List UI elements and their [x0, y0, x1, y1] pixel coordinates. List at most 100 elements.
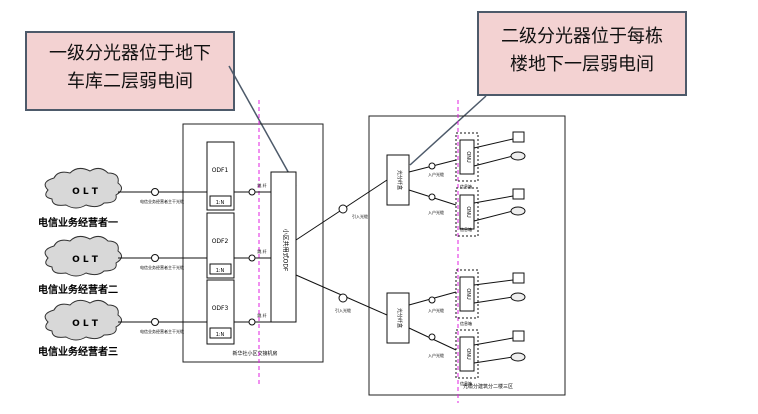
callout-line: 二级分光器位于每栋	[501, 26, 663, 47]
onu-label: ONU	[465, 206, 471, 218]
info-box-label: 信息箱	[460, 183, 472, 189]
room-left-box	[182, 123, 324, 363]
odf-port	[209, 195, 232, 207]
terminal-line	[473, 195, 514, 204]
onu-box	[459, 194, 475, 230]
computer-icon	[512, 272, 525, 284]
jumper-label: 跳 纤	[257, 182, 266, 188]
onu-box	[459, 336, 475, 372]
operator-row: O L T 电信业务经营者主干光缆 电信业务经营者三	[38, 299, 207, 358]
intro-cable-label: 引入光缆	[335, 307, 351, 313]
info-box	[455, 329, 479, 379]
room-right-box	[368, 115, 566, 396]
computer-icon	[512, 330, 525, 342]
onu-box	[459, 276, 475, 312]
intro-cable-label: 引入光缆	[352, 213, 368, 219]
operator-label: 电信业务经营者二	[38, 283, 118, 296]
connector-icon	[428, 162, 436, 170]
drop-label: 入户光缆	[428, 209, 444, 215]
room-left-caption: 新华社小区交接机房	[232, 350, 277, 357]
terminal-line	[473, 279, 514, 286]
connector-icon	[428, 193, 436, 201]
connector-icon	[428, 333, 436, 341]
info-box	[455, 132, 479, 182]
callout-pointer	[228, 65, 297, 187]
operator-label: 电信业务经营者一	[38, 216, 118, 229]
operator-label: 电信业务经营者三	[38, 345, 118, 358]
trunk-label: 电信业务经营者主干光缆	[140, 328, 184, 334]
connector-icon	[248, 188, 256, 196]
onu-label: ONU	[465, 348, 471, 360]
onu-label: ONU	[465, 151, 471, 163]
odf-label: ODF3	[212, 305, 229, 312]
info-box-label: 信息箱	[460, 320, 472, 326]
computer-icon	[512, 131, 525, 143]
jumper-label: 跳 纤	[257, 312, 266, 318]
callout-first-level-splitter: 一级分光器位于地下 车库二层弱电间	[25, 31, 235, 111]
olt-label: O L T	[72, 319, 99, 329]
onu-group: ONU 信息箱	[455, 269, 526, 326]
olt-label: O L T	[72, 255, 99, 265]
olt-cloud	[44, 167, 122, 209]
central-odf-label: 小区共用式ODF	[282, 229, 290, 272]
fiber-coil-icon	[338, 204, 348, 214]
odf-port	[209, 263, 232, 275]
splitter-box-group: 光分纤盒 入户光缆 入户光缆	[386, 291, 457, 358]
central-odf-box	[270, 171, 297, 323]
info-box	[455, 269, 479, 319]
splitter-label: 光分纤盒	[396, 170, 403, 190]
odf-ratio: 1:N	[216, 332, 225, 338]
callout-line: 一级分光器位于地下	[49, 43, 211, 64]
odf-port	[209, 327, 232, 339]
splitter-label: 光分纤盒	[396, 308, 403, 328]
info-box-label: 信息箱	[460, 380, 472, 386]
odf-unit: ODF3 1:N 跳 纤	[206, 279, 271, 345]
odf-ratio: 1:N	[216, 268, 225, 274]
terminal-line	[473, 138, 514, 149]
onu-group: ONU 信息箱	[455, 131, 526, 189]
terminal-line	[473, 356, 514, 364]
olt-label: O L T	[72, 187, 99, 197]
splitter-box-group: 光分纤盒 入户光缆 入户光缆	[386, 154, 457, 215]
computer-icon	[512, 188, 525, 200]
onu-group: ONU 信息箱	[455, 187, 526, 237]
terminal-line	[473, 210, 514, 222]
fiber-coil-icon	[151, 188, 159, 196]
odf-label: ODF1	[212, 167, 229, 174]
jumper-label: 跳 纤	[257, 248, 266, 254]
connector-icon	[248, 254, 256, 262]
info-box-label: 信息箱	[460, 226, 472, 232]
callout-line: 车库二层弱电间	[67, 71, 193, 92]
connector-icon	[248, 318, 256, 326]
odf-label: ODF2	[212, 238, 229, 245]
connector-icon	[428, 296, 436, 304]
operator-row: O L T 电信业务经营者主干光缆 电信业务经营者一	[38, 167, 207, 229]
callout-second-level-splitter: 二级分光器位于每栋 楼地下一层弱电间	[477, 11, 687, 96]
terminal-line	[473, 296, 514, 304]
splitter-box	[386, 292, 410, 344]
drop-label: 入户光缆	[428, 171, 444, 177]
onu-box	[459, 139, 475, 175]
odf-unit: ODF2 1:N 跳 纤	[206, 212, 271, 279]
room-right-caption: 光缆分建筑分二楼三区	[463, 383, 513, 390]
terminal-line	[473, 337, 514, 346]
trunk-label: 电信业务经营者主干光缆	[140, 198, 184, 204]
splitter-box	[386, 154, 410, 206]
info-box	[455, 187, 479, 237]
odf-unit: ODF1 1:N 跳 纤	[206, 141, 271, 211]
drop-label: 入户光缆	[428, 352, 444, 358]
fiber-coil-icon	[338, 293, 348, 303]
fiber-coil-icon	[151, 254, 159, 262]
onu-label: ONU	[465, 288, 471, 300]
phone-icon	[510, 352, 526, 362]
trunk-label: 电信业务经营者主干光缆	[140, 264, 184, 270]
fiber-coil-icon	[151, 318, 159, 326]
callout-pointer	[409, 95, 487, 166]
odf-ratio: 1:N	[216, 200, 225, 206]
phone-icon	[510, 206, 526, 216]
terminal-line	[473, 155, 514, 167]
phone-icon	[510, 292, 526, 302]
olt-cloud	[44, 299, 122, 341]
phone-icon	[510, 151, 526, 161]
